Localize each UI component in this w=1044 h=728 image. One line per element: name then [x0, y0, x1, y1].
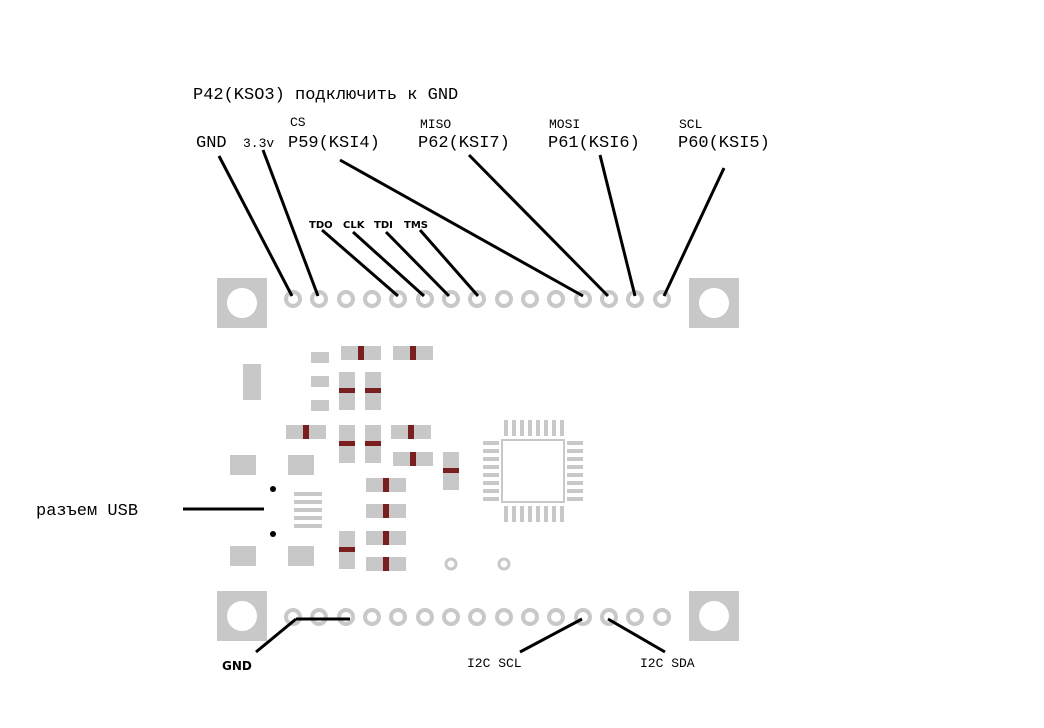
label-tdo: TDO — [309, 220, 333, 231]
label-mosi: MOSI — [549, 117, 580, 132]
leader-lines — [183, 149, 726, 654]
top-header — [284, 290, 671, 308]
label-usb: разъем USB — [36, 502, 138, 521]
label-p59: P59(KSI4) — [288, 134, 380, 153]
label-gnd-top: GND — [196, 134, 227, 153]
usb-connector-footprint — [230, 455, 322, 566]
mcu-footprint — [483, 420, 583, 522]
mount-hole-top-left — [217, 278, 267, 328]
label-i2c-sda: I2C SDA — [640, 656, 695, 671]
label-tms: TMS — [404, 220, 428, 231]
bottom-header — [284, 608, 671, 626]
smd-pads — [243, 352, 329, 411]
label-p62: P62(KSI7) — [418, 134, 510, 153]
mount-hole-bottom-left — [217, 591, 267, 641]
label-3v3: 3.3v — [243, 136, 274, 151]
label-gnd-bottom: GND — [222, 659, 252, 673]
label-miso: MISO — [420, 117, 451, 132]
label-p60: P60(KSI5) — [678, 134, 770, 153]
label-tdi: TDI — [374, 220, 393, 231]
label-scl: SCL — [679, 117, 702, 132]
label-p61: P61(KSI6) — [548, 134, 640, 153]
label-cs: CS — [290, 115, 306, 130]
label-clk: CLK — [343, 220, 366, 231]
title-text: P42(KSO3) подключить к GND — [193, 86, 458, 105]
passive-components — [286, 346, 459, 571]
mount-hole-bottom-right — [689, 591, 739, 641]
vias — [444, 557, 511, 571]
mount-hole-top-right — [689, 278, 739, 328]
label-i2c-scl: I2C SCL — [467, 656, 522, 671]
